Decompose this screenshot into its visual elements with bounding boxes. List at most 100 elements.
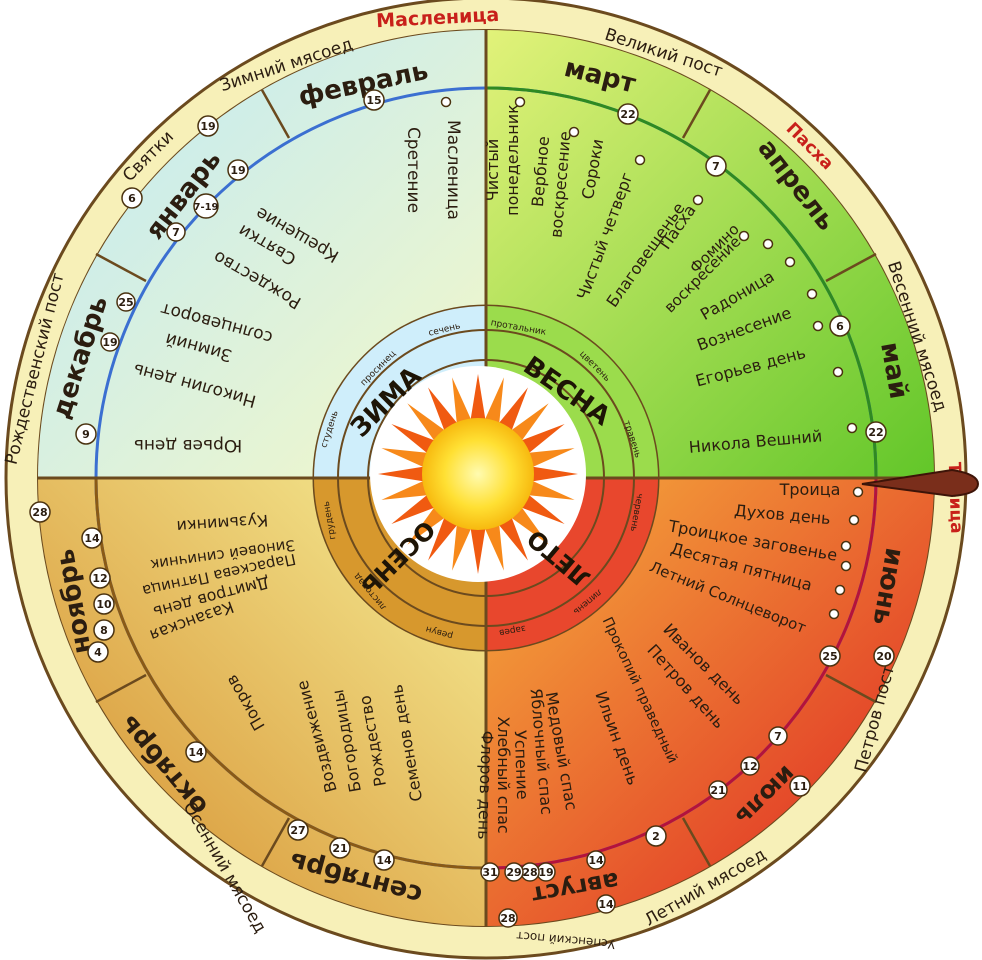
date-badge-circle bbox=[197, 115, 219, 137]
date-badge-circle bbox=[865, 421, 887, 443]
sun-petal bbox=[381, 480, 429, 500]
sun-petal bbox=[381, 448, 429, 468]
holiday-marker-dot bbox=[840, 540, 852, 552]
sun-petal bbox=[520, 494, 565, 524]
date-badge-circle bbox=[93, 619, 115, 641]
date-badge-number: 9 bbox=[82, 428, 90, 441]
holiday-marker-dot bbox=[568, 126, 580, 138]
date-badge-number: 15 bbox=[366, 94, 381, 107]
month-separators bbox=[95, 89, 877, 867]
date-badge-number: 7 bbox=[712, 160, 720, 173]
holiday-marker-dot bbox=[738, 230, 750, 242]
date-badge-circle bbox=[705, 155, 727, 177]
date-badge-circle bbox=[645, 825, 667, 847]
holiday-marker-dot bbox=[762, 238, 774, 250]
sun-petal bbox=[484, 377, 504, 425]
sun-petal bbox=[428, 516, 458, 561]
date-badge-number: 14 bbox=[376, 854, 392, 867]
date-badge-number: 28 bbox=[522, 866, 537, 879]
date-badge-number: 29 bbox=[506, 866, 521, 879]
date-badge-number: 6 bbox=[128, 192, 136, 205]
date-badge-number: 14 bbox=[188, 746, 204, 759]
date-badge-number: 20 bbox=[876, 650, 892, 663]
holiday-marker-dot bbox=[634, 154, 646, 166]
date-badge-number: 11 bbox=[792, 780, 807, 793]
holiday-marker-dot bbox=[828, 608, 840, 620]
sun-petal bbox=[407, 403, 446, 442]
date-badge-number: 25 bbox=[118, 296, 133, 309]
holiday-marker-dot bbox=[840, 560, 852, 572]
sun-petal bbox=[520, 424, 565, 454]
pointer-arrow bbox=[861, 468, 980, 498]
sun-petal bbox=[470, 374, 486, 421]
date-badge-number: 19 bbox=[538, 866, 553, 879]
date-badge-number: 14 bbox=[84, 532, 100, 545]
date-badge-number: 27 bbox=[290, 824, 305, 837]
date-badge-circle bbox=[768, 726, 788, 746]
date-badge-number: 10 bbox=[96, 598, 112, 611]
date-badge-number: 31 bbox=[482, 866, 497, 879]
date-badge-number: 7 bbox=[774, 730, 782, 743]
sun-petal bbox=[527, 448, 575, 468]
date-badge-circle bbox=[740, 756, 760, 776]
date-badge-number: 19 bbox=[200, 120, 215, 133]
date-badge-number: 19 bbox=[230, 164, 245, 177]
date-badge-circle bbox=[87, 641, 109, 663]
date-badge-number: 22 bbox=[868, 426, 883, 439]
holiday-chisty-1: Чистый bbox=[483, 139, 502, 202]
sun-petal bbox=[452, 523, 472, 571]
sun-petal bbox=[428, 387, 458, 432]
sun-petal bbox=[391, 494, 436, 524]
date-badge-number: 8 bbox=[100, 624, 108, 637]
month-ring-spring-border bbox=[485, 86, 878, 479]
holiday-troitsa: Троица bbox=[779, 480, 841, 499]
date-badge-circle bbox=[185, 741, 207, 763]
date-badge-circle bbox=[75, 423, 97, 445]
sun-petals bbox=[378, 374, 578, 574]
holiday-yuryev-den: Юрьев день bbox=[134, 435, 242, 455]
date-badge-number: 28 bbox=[32, 506, 47, 519]
month-ring-summer-border bbox=[485, 477, 878, 870]
date-badge-number: 6 bbox=[836, 320, 844, 333]
sun-petal bbox=[452, 377, 472, 425]
date-badge-circle bbox=[89, 567, 111, 589]
date-badge-number: 28 bbox=[500, 912, 515, 925]
date-badge-circle bbox=[480, 862, 500, 882]
holiday-marker-dot bbox=[784, 256, 796, 268]
holiday-maslenitsa: Масленица bbox=[443, 120, 463, 220]
date-badge-circle bbox=[586, 850, 606, 870]
date-badge-number: 14 bbox=[598, 898, 614, 911]
date-badge-number: 7 bbox=[172, 226, 180, 239]
date-badge-circle bbox=[100, 332, 120, 352]
date-badge-circle bbox=[373, 849, 395, 871]
date-badge-circle bbox=[498, 908, 518, 928]
holiday-marker-dot bbox=[440, 96, 452, 108]
sun-petal bbox=[378, 466, 425, 482]
sun-petal bbox=[510, 506, 549, 545]
date-badge-circle bbox=[227, 159, 249, 181]
date-badge-number: 21 bbox=[332, 842, 347, 855]
date-badge-circle bbox=[363, 89, 385, 111]
date-badge-number: 19 bbox=[102, 336, 117, 349]
holiday-marker-dot bbox=[812, 320, 824, 332]
date-badge-number: 21 bbox=[710, 784, 725, 797]
holiday-marker-dot bbox=[852, 486, 864, 498]
holiday-sretenie: Сретение bbox=[403, 127, 423, 213]
sun-petal bbox=[510, 403, 549, 442]
holiday-marker-dot bbox=[848, 514, 860, 526]
sun-petal bbox=[498, 516, 528, 561]
marker-dots bbox=[440, 96, 864, 620]
date-badge-number: 12 bbox=[742, 760, 757, 773]
sub-summer-3: зарев bbox=[498, 623, 526, 638]
sun-petal bbox=[470, 527, 486, 574]
date-badge-circle bbox=[287, 819, 309, 841]
date-badge-circle bbox=[829, 315, 851, 337]
sun-petal bbox=[391, 424, 436, 454]
date-badge-circle bbox=[819, 645, 841, 667]
holiday-chisty-2: понедельник bbox=[503, 104, 522, 216]
sun-petal bbox=[407, 506, 446, 545]
holiday-uspenie: Успение bbox=[511, 730, 532, 800]
sun-petal bbox=[498, 387, 528, 432]
date-badge-circle bbox=[121, 187, 143, 209]
